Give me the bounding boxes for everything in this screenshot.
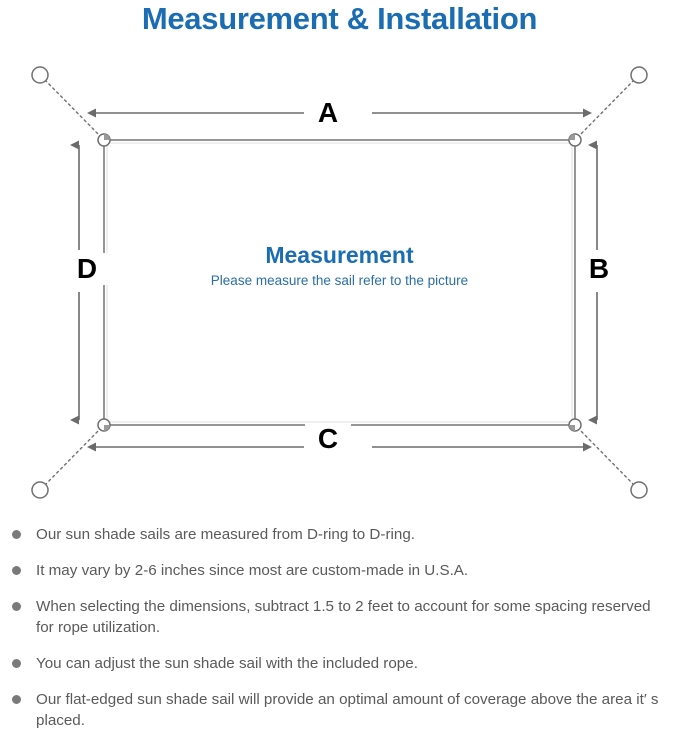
sail-diagram-svg: [31, 66, 648, 499]
list-item: It may vary by 2-6 inches since most are…: [10, 560, 672, 581]
rope-bottom-left: [44, 427, 102, 486]
sail-diagram: Measurement Please measure the sail refe…: [0, 45, 679, 515]
note-text: When selecting the dimensions, subtract …: [36, 598, 651, 636]
list-item: Our flat-edged sun shade sail will provi…: [10, 689, 672, 731]
d-ring-tab-bottom-right: [569, 425, 575, 431]
list-item: You can adjust the sun shade sail with t…: [10, 653, 672, 674]
dimension-label-c: C: [305, 423, 351, 455]
dimension-arrows: [70, 108, 598, 452]
list-item: Our sun shade sails are measured from D-…: [10, 524, 672, 545]
rope-top-left: [44, 79, 102, 138]
sail-d-ring-tabs: [104, 134, 575, 431]
anchor-ring-top-left: [31, 66, 49, 84]
anchor-ring-top-right: [630, 66, 648, 84]
bullet-icon: [12, 566, 21, 575]
anchor-ring-bottom-left: [31, 481, 49, 499]
note-text: You can adjust the sun shade sail with t…: [36, 655, 418, 672]
anchor-ring-bottom-right: [630, 481, 648, 499]
bullet-icon: [12, 602, 21, 611]
list-item: When selecting the dimensions, subtract …: [10, 596, 672, 638]
dimension-label-b: B: [576, 253, 622, 285]
anchor-rings: [31, 66, 648, 499]
dimension-label-a: A: [305, 97, 351, 129]
notes-list: Our sun shade sails are measured from D-…: [10, 524, 672, 731]
note-text: Our flat-edged sun shade sail will provi…: [36, 691, 659, 729]
bullet-icon: [12, 530, 21, 539]
d-ring-tab-top-right: [569, 134, 575, 140]
page-title: Measurement & Installation: [141, 1, 538, 36]
d-ring-tab-bottom-left: [104, 425, 110, 431]
bullet-icon: [12, 695, 21, 704]
rope-top-right: [577, 79, 635, 138]
d-ring-tab-top-left: [104, 134, 110, 140]
rope-bottom-right: [577, 427, 635, 486]
bullet-icon: [12, 659, 21, 668]
sail-body: [103, 139, 576, 426]
rope-lines: [44, 79, 635, 486]
dimension-label-d: D: [64, 253, 110, 285]
note-text: It may vary by 2-6 inches since most are…: [36, 562, 469, 579]
note-text: Our sun shade sails are measured from D-…: [36, 526, 415, 543]
